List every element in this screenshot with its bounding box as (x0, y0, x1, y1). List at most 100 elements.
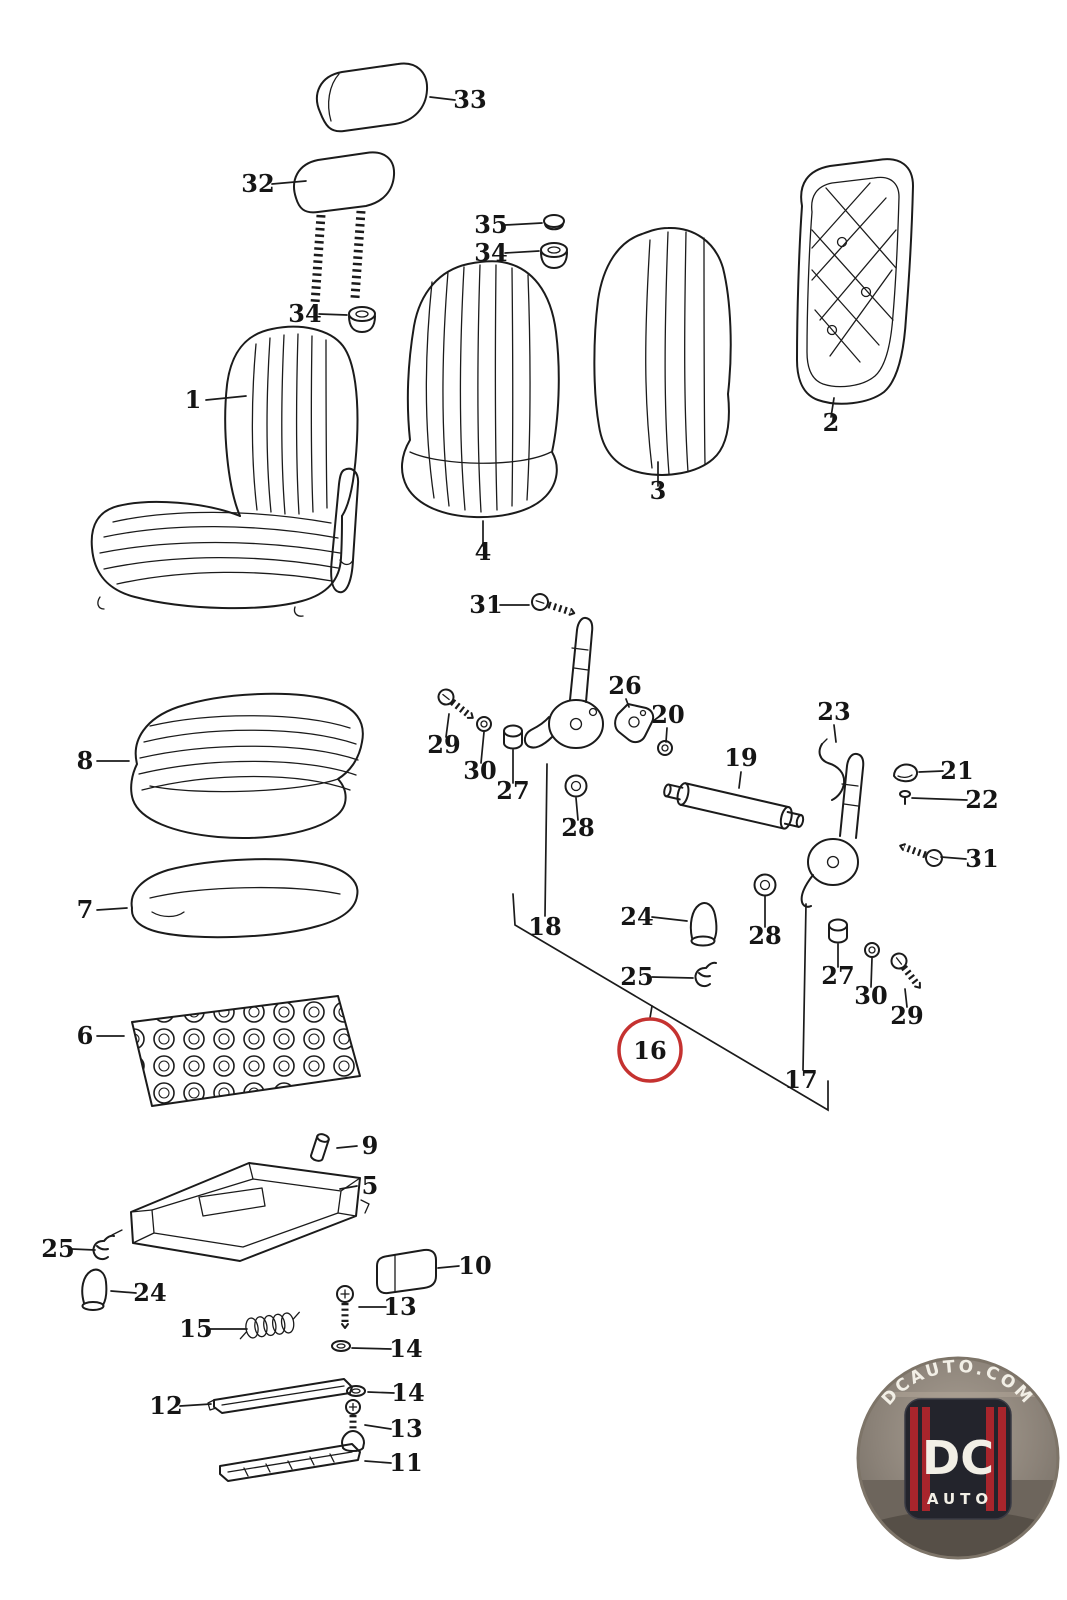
part-31-screw-right (899, 843, 943, 867)
callout-8: 8 (77, 746, 94, 775)
part-3-backrest-cushion (593, 226, 732, 476)
group-bracket-16 (512, 893, 829, 1112)
callout-20: 20 (651, 700, 684, 729)
logo-monogram: DC (922, 1431, 994, 1485)
part-35-cap (543, 214, 565, 231)
callout-14-upper: 14 (389, 1334, 422, 1363)
logo-stripe (922, 1407, 930, 1511)
callout-29-right: 29 (890, 1001, 923, 1030)
part-27-bushing-left (503, 724, 523, 750)
callout-7: 7 (77, 895, 94, 924)
part-25-clip-bottom (92, 1234, 115, 1261)
part-9-pin (310, 1133, 330, 1162)
callout-2: 2 (823, 408, 840, 437)
part-23-wire-lever (818, 738, 846, 801)
part-19-connecting-rod (663, 782, 805, 830)
callout-5: 5 (362, 1171, 379, 1200)
logo-stripe (986, 1407, 994, 1511)
callout-21: 21 (940, 756, 973, 785)
callout-18: 18 (528, 912, 561, 941)
part-22-pin (899, 790, 911, 805)
part-7-cushion-pad (130, 858, 359, 939)
logo-badge (904, 1398, 1012, 1520)
part-21-cap (893, 763, 919, 783)
logo-stripe (998, 1407, 1006, 1511)
part-24-knob-middle (689, 902, 718, 947)
callout-12: 12 (149, 1391, 182, 1420)
part-4-backrest-padding (401, 260, 560, 519)
part-17-recliner-right (800, 752, 865, 908)
logo-stripe (910, 1407, 918, 1511)
callout-31-right: 31 (965, 844, 998, 873)
part-1-complete-seat (90, 325, 360, 617)
callout-28-left: 28 (561, 813, 594, 842)
callout-35: 35 (474, 210, 507, 239)
part-2-backrest-frame (796, 158, 914, 405)
part-29-screw-left (437, 688, 474, 719)
part-25-clip-middle (694, 961, 717, 988)
part-29-screw-right (890, 952, 921, 989)
part-30-washer-left (476, 716, 492, 732)
part-11-rail-lower (219, 1443, 361, 1482)
callout-27-left: 27 (496, 776, 529, 805)
callout-4: 4 (475, 537, 492, 566)
part-14-washer-lower (346, 1385, 366, 1397)
part-34-grommet-top (540, 242, 568, 269)
callout-13-lower: 13 (389, 1414, 422, 1443)
callout-6: 6 (77, 1021, 94, 1050)
part-8-seat-cushion (130, 692, 364, 840)
callout-24-middle: 24 (620, 902, 653, 931)
leader-lines (71, 96, 968, 1464)
part-33-headrest (315, 62, 429, 133)
part-6-spring-mat (131, 995, 361, 1107)
callout-19: 19 (724, 743, 757, 772)
part-30-washer-right (864, 942, 880, 958)
part-28-bushing-left (564, 774, 588, 798)
dcauto-logo: DCAUTO.COM DC AUTO (856, 1356, 1060, 1560)
callout-25-middle: 25 (620, 962, 653, 991)
part-13-screw-upper (336, 1285, 354, 1329)
callout-14-lower: 14 (391, 1378, 424, 1407)
part-12-rail-upper (207, 1378, 353, 1414)
part-10-roller (376, 1248, 437, 1295)
part-34-grommet-seat (348, 306, 376, 333)
part-26-latch-plate (614, 703, 655, 744)
part-27-bushing-right (828, 918, 848, 944)
callout-34-top: 34 (474, 238, 507, 267)
logo-ring (856, 1356, 1060, 1560)
part-24-knob-bottom (81, 1268, 108, 1311)
callout-3: 3 (650, 476, 667, 505)
callout-10: 10 (458, 1251, 491, 1280)
callout-17: 17 (784, 1065, 817, 1094)
part-13-screw-lower (341, 1399, 365, 1452)
callout-34-seat: 34 (288, 299, 321, 328)
callout-28-right: 28 (748, 921, 781, 950)
part-32-headrest-posts (293, 151, 396, 305)
part-15-spring (239, 1311, 300, 1340)
callout-24-bottom: 24 (133, 1278, 166, 1307)
part-5-seat-frame (111, 1162, 370, 1262)
part-14-washer-upper (331, 1340, 351, 1352)
callout-15: 15 (179, 1314, 212, 1343)
callout-26: 26 (608, 671, 641, 700)
callout-1: 1 (185, 385, 202, 414)
callout-31-left: 31 (469, 590, 502, 619)
callout-22: 22 (965, 785, 998, 814)
logo-sub-text: AUTO (927, 1490, 993, 1508)
callout-33: 33 (453, 85, 486, 114)
callout-30-left: 30 (463, 756, 496, 785)
callout-32: 32 (241, 169, 274, 198)
callout-27-right: 27 (821, 961, 854, 990)
callout-11: 11 (389, 1448, 422, 1477)
highlight-ring (617, 1017, 683, 1083)
callout-23: 23 (817, 697, 850, 726)
callout-13-upper: 13 (383, 1292, 416, 1321)
callout-25-bottom: 25 (41, 1234, 74, 1263)
callout-29-left: 29 (427, 730, 460, 759)
highlighted-callout-16: 16 (617, 1017, 683, 1083)
callout-16: 16 (633, 1036, 666, 1065)
part-20-nut (657, 740, 673, 756)
part-31-screw-left (531, 593, 576, 616)
